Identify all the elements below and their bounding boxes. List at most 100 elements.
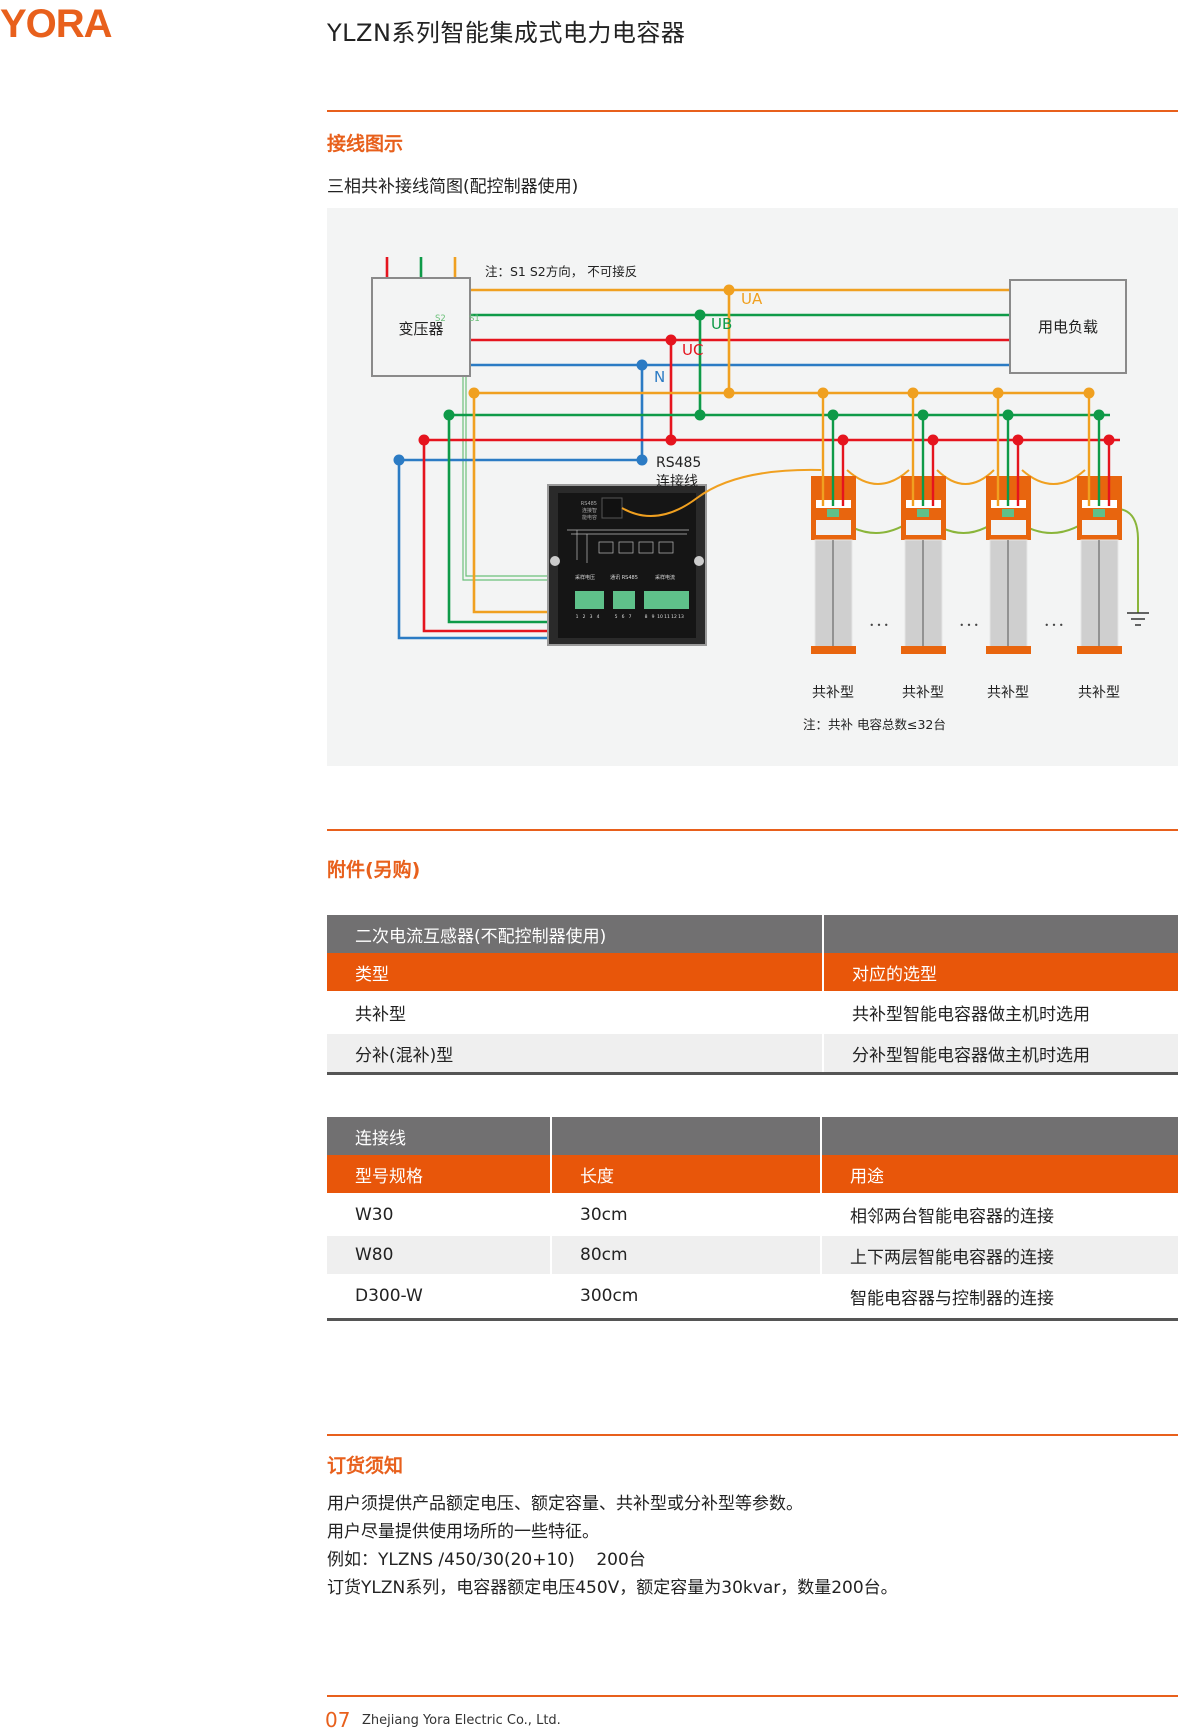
column-header: 类型	[327, 953, 824, 991]
accessories-heading: 附件(另购)	[327, 859, 421, 881]
document-title: YLZN系列智能集成式电力电容器	[327, 19, 686, 47]
junction-dot	[1083, 387, 1095, 399]
capacitor-base	[986, 646, 1031, 654]
ordering-line: 例如：YLZNS /450/30(20+10) 200台	[327, 1550, 646, 1570]
rs485-link-cable	[846, 469, 910, 485]
table-row: W30 30cm 相邻两台智能电容器的连接	[327, 1193, 1178, 1236]
smart-capacitor: 共补型 • • •	[901, 387, 979, 701]
ct-table-group-label: 二次电流互感器(不配控制器使用)	[327, 915, 824, 953]
table-header-row: 型号规格 长度 用途	[327, 1155, 1178, 1193]
phase-label-ub: UB	[711, 315, 732, 333]
junction-dot	[665, 434, 677, 446]
terminal-number: 4	[597, 614, 600, 620]
rs485-terminal-block	[613, 591, 635, 609]
terminal-number: 11	[664, 614, 670, 620]
capacitor-label-plate	[816, 520, 851, 535]
smart-capacitor: 共补型• • •	[811, 387, 889, 701]
column-header: 型号规格	[327, 1155, 552, 1193]
capacitor-label-plate	[991, 520, 1026, 535]
junction-dot	[917, 409, 929, 421]
smart-capacitor: 共补型	[1077, 387, 1122, 701]
terminal-group-label: 采样电压	[575, 574, 595, 581]
junction-dot	[723, 387, 735, 399]
terminal-number: 6	[622, 614, 625, 620]
ellipsis: • • •	[959, 621, 978, 630]
table-cell: W80	[327, 1236, 552, 1274]
junction-dot	[927, 434, 939, 446]
terminal-number: 12	[671, 614, 677, 620]
table-cell	[823, 915, 1178, 953]
wiring-section-heading: 接线图示	[327, 133, 404, 155]
capacitor-base	[901, 646, 946, 654]
capacitor-type-label: 共补型	[902, 685, 944, 701]
junction-dot	[827, 409, 839, 421]
junction-dot	[1002, 409, 1014, 421]
mount-screw	[550, 556, 560, 566]
footer-divider	[327, 1695, 1178, 1697]
cable-table-group-label: 连接线	[327, 1117, 552, 1155]
table-header-row: 类型 对应的选型	[327, 953, 1178, 991]
table-cell: 30cm	[551, 1193, 822, 1236]
capacitor-type-label: 共补型	[987, 685, 1029, 701]
terminal-number: 5	[615, 614, 618, 620]
transformer-label: 变压器	[398, 320, 443, 338]
terminal-number: 10	[657, 614, 663, 620]
column-header: 长度	[551, 1155, 822, 1193]
phase-label-n: N	[654, 368, 665, 386]
rs485-cable	[621, 468, 822, 517]
section-divider	[327, 829, 1178, 831]
capacitor-connector	[917, 509, 929, 517]
capacitor-group: 共补型• • •共补型• • •共补型• • •共补型	[621, 387, 1139, 701]
rs485-label-cable: 连接线	[656, 473, 698, 490]
table-row: 共补型 共补型智能电容器做主机时选用	[327, 991, 1178, 1034]
junction-dot	[636, 359, 648, 371]
junction-dot	[665, 334, 677, 346]
page-number: 07	[325, 1708, 351, 1732]
table-cell: 80cm	[551, 1236, 822, 1274]
junction-dot	[907, 387, 919, 399]
rs485-link-cable	[936, 469, 995, 485]
table-cell: 分补型智能电容器做主机时选用	[823, 1034, 1178, 1075]
terminal-number: 1	[576, 614, 579, 620]
smart-capacitor: 共补型• • •	[986, 387, 1064, 701]
table-cell: 共补型智能电容器做主机时选用	[852, 1005, 1090, 1025]
transformer-box	[371, 277, 471, 377]
company-name: Zhejiang Yora Electric Co., Ltd.	[362, 1713, 561, 1728]
junction-dot	[723, 284, 735, 296]
capacitor-connector	[827, 509, 839, 517]
mount-screw	[694, 556, 704, 566]
load-box	[1009, 279, 1127, 374]
ct-s2-label: S2	[435, 314, 446, 324]
terminal-number: 9	[652, 614, 655, 620]
port-label: 能电容	[582, 514, 597, 521]
load-label: 用电负载	[1038, 318, 1098, 336]
table-cell	[551, 1117, 822, 1155]
table-row: D300-W 300cm 智能电容器与控制器的连接	[327, 1274, 1178, 1321]
ellipsis: • • •	[869, 621, 888, 630]
junction-dot	[1093, 409, 1105, 421]
current-terminal-block	[644, 591, 689, 609]
wiring-subheading: 三相共补接线简图(配控制器使用)	[327, 177, 579, 197]
ordering-heading: 订货须知	[327, 1455, 404, 1477]
table-cell: W30	[327, 1193, 552, 1236]
junction-dot	[992, 387, 1004, 399]
ct-s1-label: S1	[469, 314, 480, 324]
column-header: 用途	[821, 1155, 1178, 1193]
ordering-line: 用户尽量提供使用场所的一些特征。	[327, 1522, 599, 1542]
terminal-number: 7	[629, 614, 632, 620]
capacitor-total-note: 注：共补 电容总数≤32台	[803, 717, 946, 732]
rs485-link-cable	[1021, 469, 1086, 485]
terminal-number: 3	[590, 614, 593, 620]
ct-direction-note: 注：S1 S2方向， 不可接反	[485, 264, 637, 279]
table-row: W80 80cm 上下两层智能电容器的连接	[327, 1236, 1178, 1274]
capacitor-connector	[1002, 509, 1014, 517]
voltage-terminal-block	[575, 591, 604, 609]
table-group-row: 二次电流互感器(不配控制器使用)	[327, 915, 1178, 953]
junction-dot	[694, 409, 706, 421]
ordering-line: 订货YLZN系列，电容器额定电压450V，额定容量为30kvar，数量200台。	[327, 1578, 898, 1598]
capacitor-base	[811, 646, 856, 654]
table-cell: 相邻两台智能电容器的连接	[850, 1207, 1054, 1227]
table-cell: 分补(混补)型	[327, 1034, 824, 1075]
ordering-line: 用户须提供产品额定电压、额定容量、共补型或分补型等参数。	[327, 1494, 803, 1514]
terminal-number: 8	[645, 614, 648, 620]
